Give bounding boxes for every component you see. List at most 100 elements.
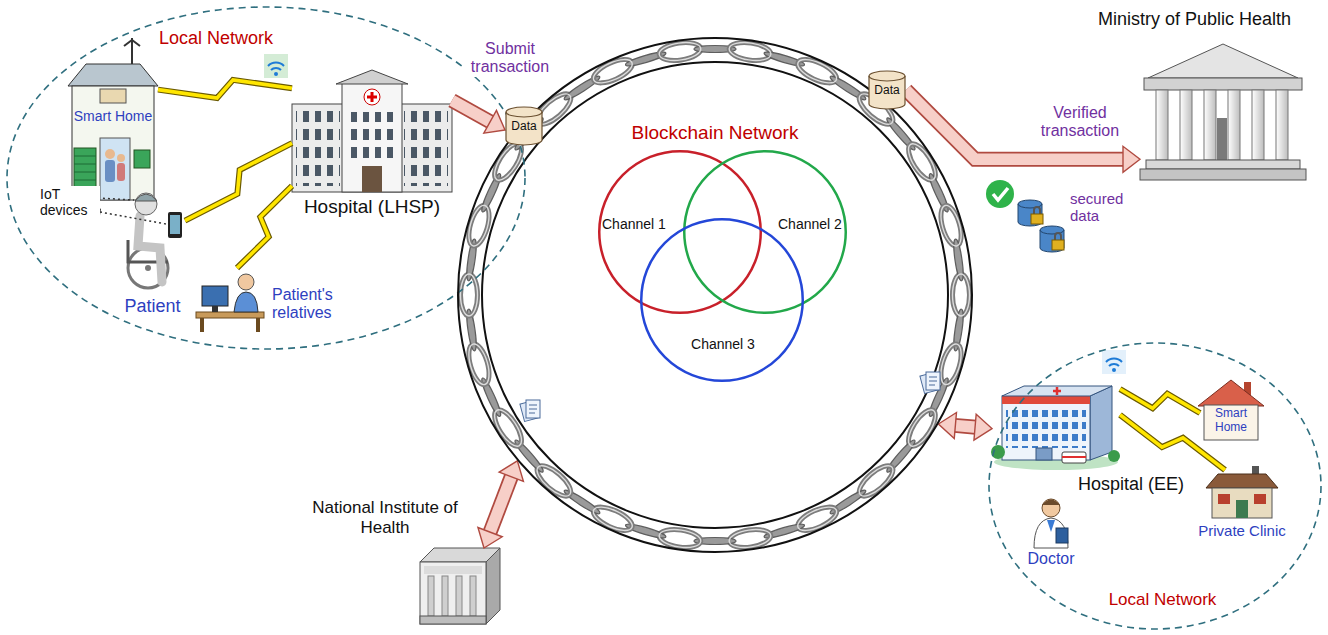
arrow-shaft-outline (452, 101, 491, 123)
institute-illustration-part (424, 566, 482, 574)
relatives-illustration (196, 274, 264, 332)
smart-home-label: Smart Home (68, 108, 158, 124)
patient-illustration-part (135, 193, 157, 215)
smart-home-illustration-part (1198, 380, 1264, 406)
clinic-illustration-part (1218, 494, 1230, 504)
smart-home-illustration-part (100, 138, 130, 200)
hospital-label: Hospital (LHSP) (287, 196, 457, 218)
local-network-region-label: Local Network (156, 28, 276, 49)
clinic-illustration (1206, 466, 1278, 518)
clinic-illustration-part (1254, 494, 1266, 504)
hospital-ee-illustration-part (1062, 456, 1086, 458)
clinic-illustration-part (1236, 500, 1248, 518)
arrow-shaft (452, 101, 491, 123)
ministry-illustration-part (1144, 78, 1302, 90)
smart-home: Smart Home (68, 62, 158, 200)
smart-home-illustration-part (117, 163, 125, 181)
patient-illustration-part (170, 215, 180, 234)
patient-illustration-part (138, 216, 162, 282)
circle-outline (640, 218, 804, 382)
arrow-shaft (490, 476, 512, 533)
doctor-illustration-part (1047, 520, 1055, 532)
ministry-illustration-part (1228, 90, 1240, 160)
institute-illustration-part (420, 616, 486, 624)
smart-home-illustration-part (131, 38, 133, 64)
doctor-illustration-part (1034, 518, 1068, 548)
ministry-building: Ministry of Public Health (1140, 42, 1306, 180)
hospital-ee-illustration-part (1090, 386, 1112, 460)
wifi-icon-part (274, 72, 278, 76)
patient-illustration-part (135, 194, 157, 201)
patient-illustration (128, 193, 182, 288)
ellipse-outline (6, 6, 526, 350)
patient-label: Patient (110, 296, 195, 317)
bolt-fill (158, 80, 292, 98)
hospital: Hospital (LHSP) (292, 70, 452, 192)
document-icon-part (529, 405, 537, 413)
hospital-ee-illustration-part (1002, 396, 1090, 404)
ministry-illustration-part (1140, 169, 1306, 180)
institute-illustration-part (456, 576, 462, 616)
arrow-head (974, 414, 992, 440)
relatives-illustration-part (200, 318, 204, 332)
secured-database-icon-part (1040, 226, 1064, 252)
institute-illustration (420, 548, 500, 624)
bolt-fill (185, 143, 292, 220)
document-icon-part (526, 400, 540, 418)
channel-circle: Channel 3 (640, 218, 804, 382)
smart-home-illustration (68, 38, 158, 200)
doctor: Doctor (1030, 498, 1072, 548)
wireless-link (1120, 389, 1200, 413)
arrow-head (499, 461, 523, 482)
verified-check-part (993, 188, 1008, 200)
hospital-illustration-part (404, 110, 448, 186)
hospital-label: Hospital (EE) (1078, 474, 1200, 495)
relatives-illustration-part (256, 318, 260, 332)
doctor-illustration-part (1056, 528, 1068, 543)
data-cylinder-label: Data (868, 84, 906, 98)
hospital-illustration-part (342, 82, 402, 192)
document-icon-part (929, 377, 937, 385)
region-outline (989, 343, 1321, 629)
block-arrow (938, 413, 992, 441)
wireless-link (1120, 415, 1225, 470)
smart-home-illustration-part (1204, 405, 1258, 440)
secured-database-icon (1018, 200, 1064, 252)
bolt-outline (158, 80, 292, 98)
institute-illustration-part (486, 548, 500, 624)
cylinder-body (506, 107, 542, 145)
patient-illustration-part (145, 265, 151, 271)
doctor-illustration-part (1042, 500, 1060, 506)
hospital-illustration-part (367, 92, 377, 102)
wireless-link (185, 143, 292, 220)
chain-ring-part (953, 274, 970, 316)
hospital: Hospital (EE) (992, 378, 1120, 470)
arrow-shaft (954, 425, 976, 427)
smart-home-illustration-part (68, 64, 158, 86)
cylinder-rim (506, 112, 542, 117)
chain-ring (461, 40, 970, 550)
document-icon (520, 400, 540, 422)
hospital-ee-illustration-part (1062, 452, 1086, 463)
wifi-icon (1102, 350, 1126, 374)
ministry-illustration-part (1148, 44, 1298, 78)
patient: Patient (120, 190, 185, 292)
circle-outline (641, 219, 803, 381)
channel-circle-label: Channel 2 (778, 216, 846, 232)
private-clinic: Private Clinic (1208, 470, 1276, 518)
ministry-illustration-part (1204, 90, 1216, 160)
ministry-illustration-part (1180, 90, 1192, 160)
institute-building: National Institute of Health (420, 548, 500, 624)
ministry-illustration-part (1252, 90, 1264, 160)
bolt-outline (1120, 415, 1225, 470)
bolt-fill (237, 186, 292, 268)
document-icon (920, 372, 940, 394)
hospital-ee-illustration-part (1006, 408, 1086, 448)
arrow-shaft-outline (490, 476, 512, 533)
data-cylinder: Data (505, 106, 543, 146)
patient-relatives: Patient's relatives (195, 268, 265, 332)
ministry-illustration-part (1146, 160, 1300, 169)
secured-database-icon-part (1052, 240, 1064, 250)
hospital-illustration-part (296, 110, 340, 186)
